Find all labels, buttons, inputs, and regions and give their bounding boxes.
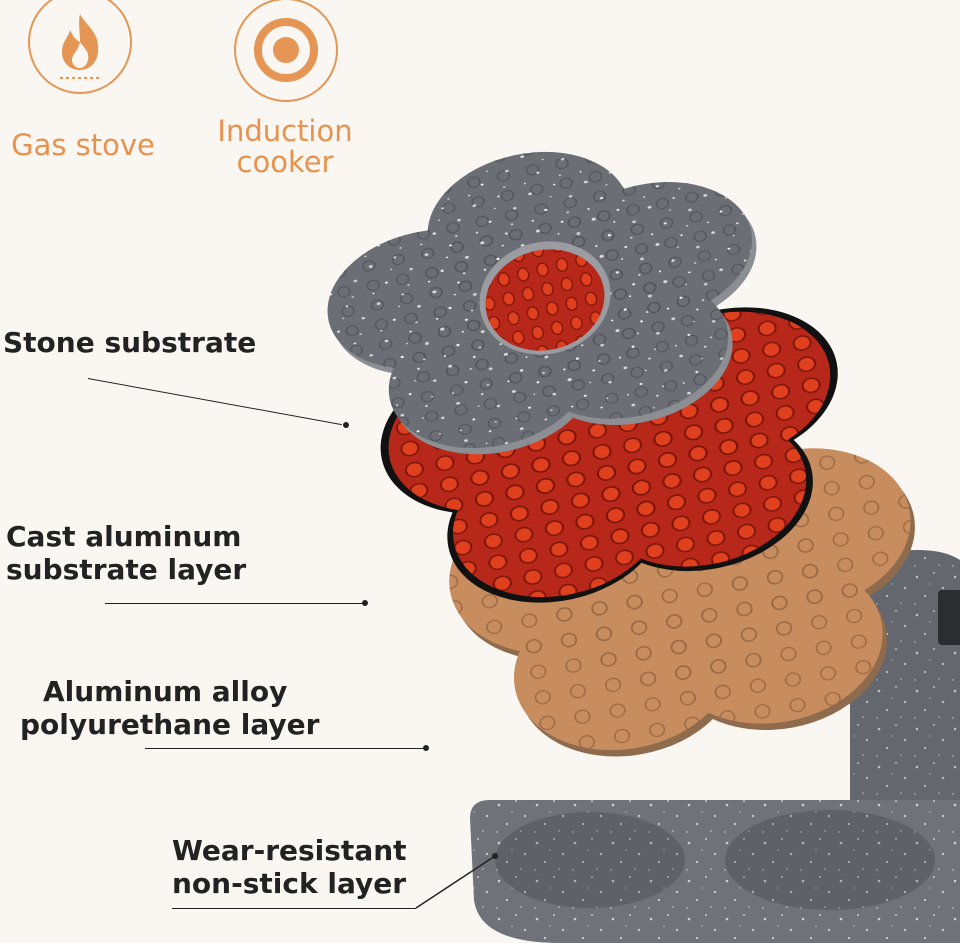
layer-label-wear-line-2: non-stick layer xyxy=(172,867,407,900)
leader-line-wear-resistant xyxy=(172,908,416,909)
layer-label-stone-line-1: Stone substrate xyxy=(3,326,257,359)
leader-slant-wear xyxy=(415,855,496,909)
leader-dot-cast xyxy=(362,600,368,606)
induction-label-line-2: cooker xyxy=(236,145,334,179)
leader-dot-alloy xyxy=(423,745,429,751)
flame-icon xyxy=(60,14,100,79)
gas-stove-label: Gas stove xyxy=(11,128,155,162)
gas-stove-badge xyxy=(28,0,132,94)
induction-coil-icon xyxy=(254,18,318,82)
layer-label-wear-resistant: Wear-resistant non-stick layer xyxy=(172,834,407,900)
induction-cooker-label: Induction cooker xyxy=(205,116,365,178)
induction-cooker-badge xyxy=(234,0,338,102)
layer-label-cast-line-2: substrate layer xyxy=(6,553,247,586)
leader-line-alloy xyxy=(145,748,426,749)
induction-label-line-1: Induction xyxy=(217,114,353,148)
layer-label-alloy: Aluminum alloy polyurethane layer xyxy=(20,675,319,741)
layer-label-cast-line-1: Cast aluminum xyxy=(6,520,242,553)
center-hole xyxy=(479,241,611,355)
layer-label-cast-aluminum: Cast aluminum substrate layer xyxy=(6,520,246,586)
leader-dot-stone xyxy=(343,422,349,428)
pan-base xyxy=(470,550,960,943)
layer-label-stone: Stone substrate xyxy=(3,326,256,359)
leader-line-cast-aluminum xyxy=(105,603,365,604)
layer-label-alloy-line-2: polyurethane layer xyxy=(20,708,320,741)
layer-label-wear-line-1: Wear-resistant xyxy=(172,834,407,867)
layer-label-alloy-line-1: Aluminum alloy xyxy=(43,675,288,708)
